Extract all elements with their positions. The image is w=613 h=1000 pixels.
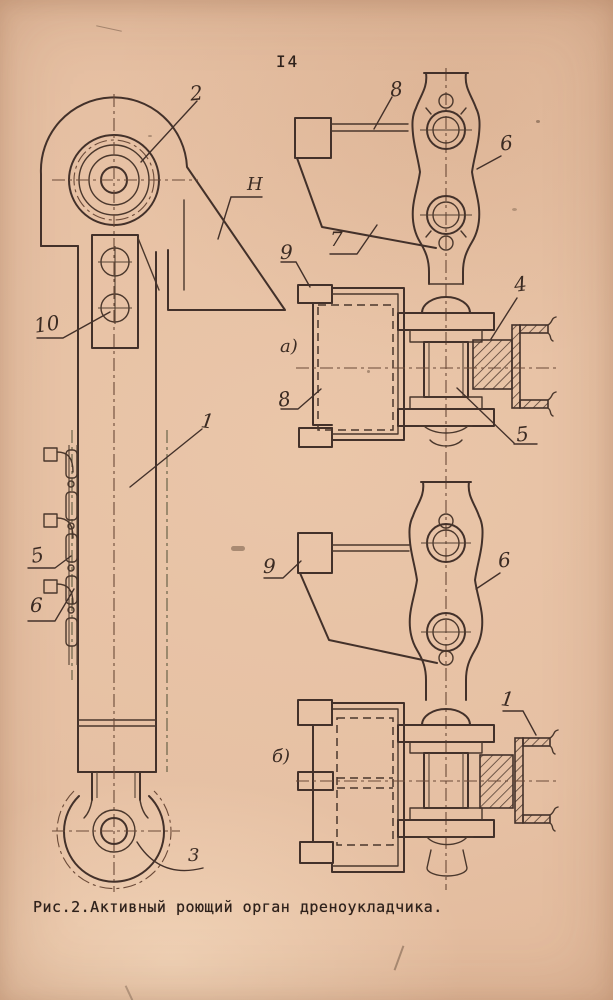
part-label-6-top: 6 (498, 130, 514, 156)
section-b-assembly (296, 699, 560, 877)
height-label: Н (247, 174, 263, 195)
page-number: I4 (276, 52, 300, 71)
part-label-2: 2 (188, 80, 204, 106)
paper-speck (148, 135, 152, 137)
section-b-marker: б) (272, 746, 291, 767)
left-view-boom (39, 94, 286, 892)
cutter-teeth (43, 447, 74, 605)
part-label-9-top: 9 (280, 240, 293, 264)
part-label-5-mid: 5 (514, 421, 530, 447)
chain-links (65, 449, 78, 647)
section-a-marker: а) (280, 336, 298, 357)
part-label-8-mid: 8 (276, 386, 293, 412)
part-label-6-lower: 6 (496, 547, 512, 573)
knife-unit-top (294, 72, 481, 285)
leader-lines (27, 96, 538, 872)
part-label-8-top: 8 (388, 76, 404, 102)
section-a-assembly (296, 284, 560, 448)
paper-speck (231, 546, 245, 551)
part-label-7: 7 (330, 227, 343, 251)
part-label-9-lower: 9 (263, 554, 276, 578)
paper-speck (536, 120, 540, 123)
part-label-10: 10 (32, 310, 61, 338)
part-label-6: 6 (30, 593, 43, 617)
figure-caption: Рис.2.Активный роющий орган дреноукладчи… (33, 898, 443, 916)
paper-speck (367, 370, 370, 373)
knife-unit-lower (297, 481, 484, 701)
part-label-4: 4 (512, 271, 529, 297)
part-label-3: 3 (188, 845, 200, 866)
paper-speck (512, 208, 517, 211)
